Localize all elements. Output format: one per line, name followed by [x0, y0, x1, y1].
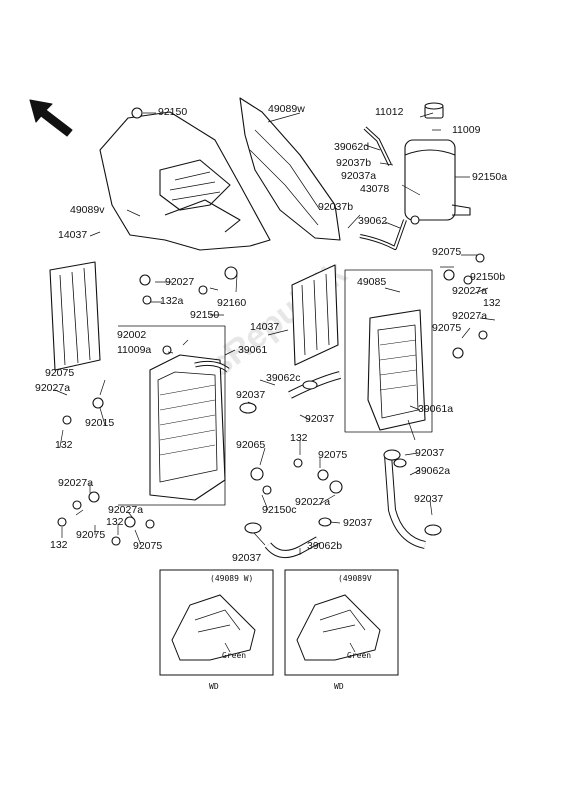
shroud-right — [239, 97, 341, 241]
callout-label: 92150b — [470, 271, 506, 283]
callout-label: 132 — [290, 432, 308, 444]
radiator-guard-right — [291, 264, 339, 366]
callout-label: 11009a — [117, 344, 152, 356]
callout-label: 92150a — [472, 171, 508, 183]
callout-label: 92075 — [432, 322, 462, 334]
callout-label: 92037b — [336, 157, 372, 169]
callout-label: 92075 — [133, 540, 163, 552]
callout-label: 43078 — [360, 183, 390, 195]
callout-label: 132 — [55, 439, 73, 451]
radiator-right — [367, 309, 426, 431]
callout-label: 92075 — [432, 246, 462, 258]
callout-label: 92027a — [452, 310, 488, 322]
callout-label: 39061 — [238, 344, 268, 356]
callout-label: 39062 — [358, 215, 388, 227]
callout-label: 92037 — [415, 447, 445, 459]
callout-label: 92027a — [108, 504, 144, 516]
callout-label: 39061a — [418, 403, 454, 415]
callout-label: 92027 — [165, 276, 195, 288]
callout-label: 92065 — [236, 439, 266, 451]
shroud-left — [99, 111, 271, 251]
callout-label: 92037a — [341, 170, 377, 182]
inset-left-title: (49089 W) — [210, 574, 254, 583]
callout-label: 92015 — [85, 417, 115, 429]
callout-label: 92150 — [158, 106, 188, 118]
callout-label: 92075 — [45, 367, 75, 379]
callout-label: 92037 — [305, 413, 335, 425]
inset-left-tag: WD — [209, 682, 219, 691]
callout-label: 92037b — [318, 201, 354, 213]
callout-label: 132 — [483, 297, 501, 309]
callout-label: 11009 — [452, 124, 481, 136]
callout-label: 39062c — [266, 372, 301, 384]
callout-label: 39062b — [307, 540, 343, 552]
callout-label: 92037 — [236, 389, 266, 401]
callout-label: 92037 — [414, 493, 444, 505]
reservoir-tank — [404, 139, 456, 221]
callout-label: 49089w — [268, 103, 305, 115]
callout-label: 92027a — [58, 477, 94, 489]
inset-right-note: Green — [347, 651, 372, 660]
callout-label: 39062a — [415, 465, 451, 477]
callout-label: 92027a — [452, 285, 488, 297]
callout-label: 92075 — [76, 529, 106, 541]
callout-label: 92027a — [35, 382, 71, 394]
front-arrow-icon — [29, 99, 73, 137]
callout-label: 49089v — [70, 204, 105, 216]
inset-left-note: Green — [222, 651, 247, 660]
callout-label: 14037 — [250, 321, 280, 333]
callout-label: 132a — [160, 295, 184, 307]
callout-label: 92037 — [343, 517, 373, 529]
callout-label: 39062d — [334, 141, 370, 153]
callout-label: 92150c — [262, 504, 297, 516]
inset-right-title: (49089V — [338, 574, 372, 583]
callout-label: 92002 — [117, 329, 147, 341]
callout-label: 14037 — [58, 229, 88, 241]
radiator-left — [149, 354, 230, 501]
callout-label: 92037 — [232, 552, 262, 564]
callout-label: 11012 — [375, 106, 404, 118]
callout-label: 132 — [106, 516, 124, 528]
callout-label: 92160 — [217, 297, 247, 309]
callout-label: 92150 — [190, 309, 220, 321]
callout-label: 132 — [50, 539, 68, 551]
callout-label: 92075 — [318, 449, 348, 461]
inset-right-tag: WD — [334, 682, 344, 691]
callout-label: 92027a — [295, 496, 331, 508]
callout-label: 49085 — [357, 276, 387, 288]
